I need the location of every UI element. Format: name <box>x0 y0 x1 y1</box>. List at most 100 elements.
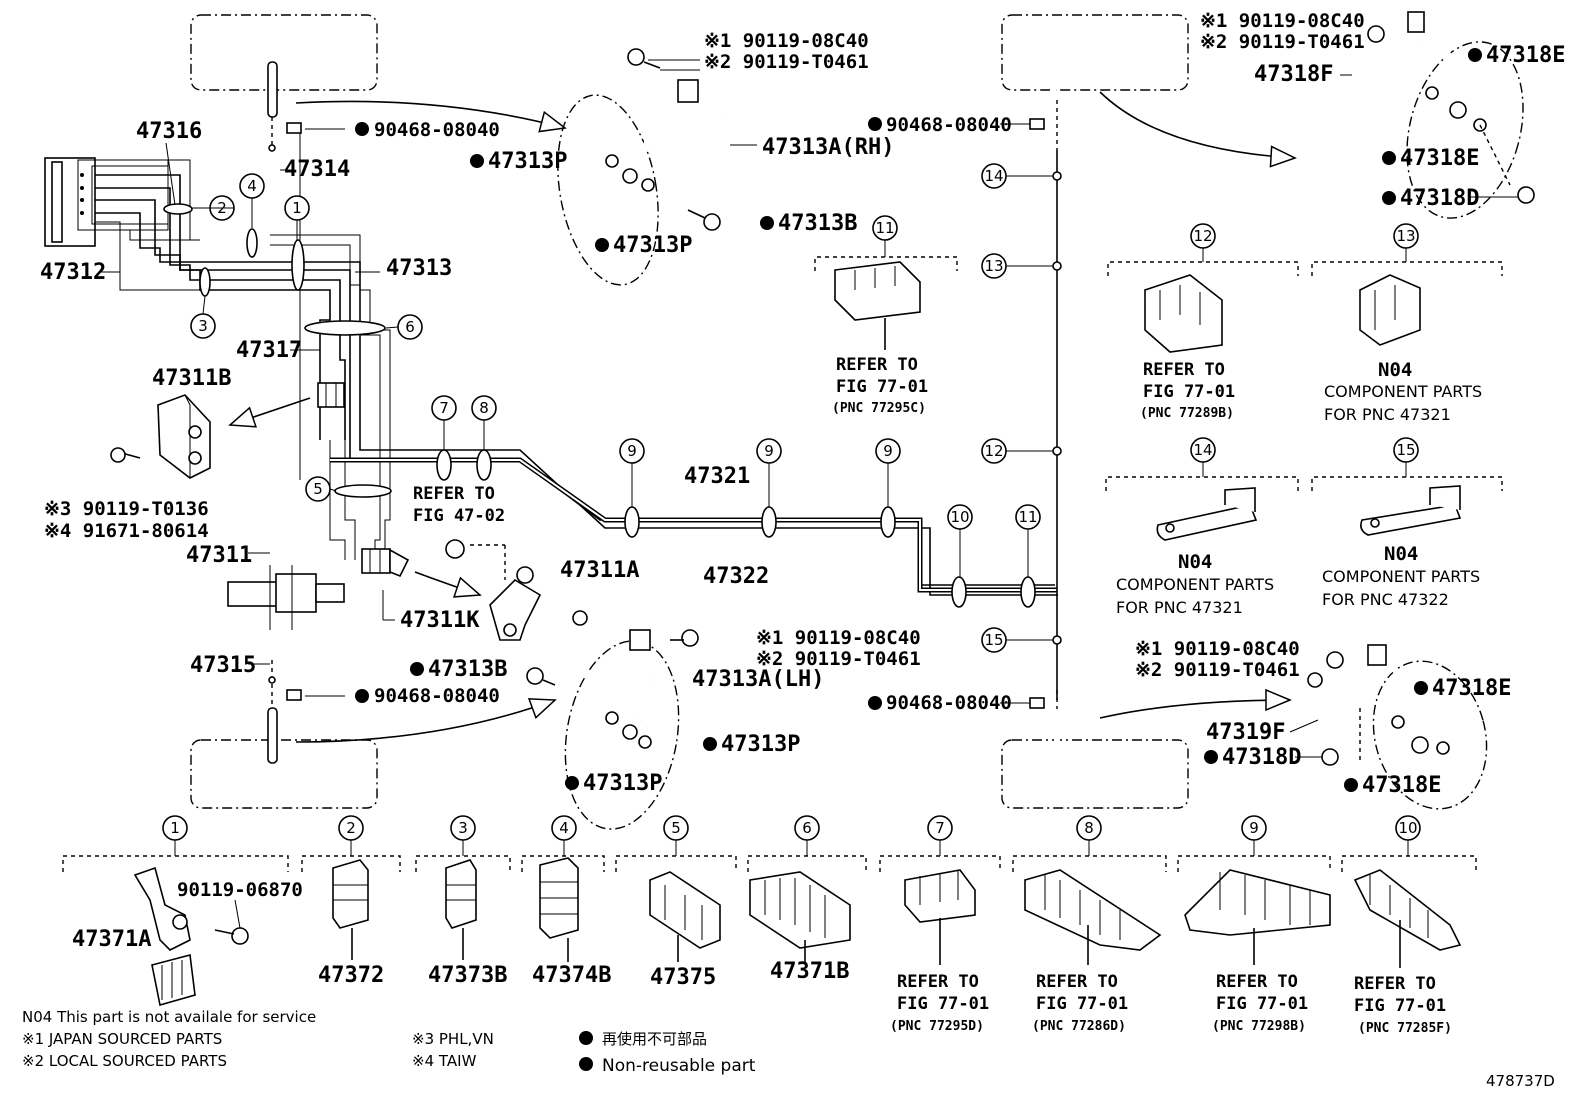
label-refer-8: REFER TO <box>1036 972 1118 992</box>
svg-text:4: 4 <box>247 177 257 195</box>
label-47372: 47372 <box>318 963 384 988</box>
note-phl-vn: ※3 PHL,VN <box>412 1030 494 1048</box>
label-fig-10: FIG 77-01 <box>1354 996 1446 1016</box>
svg-text:6: 6 <box>405 318 415 336</box>
bottom-clip-illustrations <box>133 857 1462 1007</box>
svg-text:1: 1 <box>292 199 302 217</box>
label-47311: 47311 <box>186 543 252 568</box>
label-rh-bolt1: ※1 90119-08C40 <box>704 30 869 52</box>
svg-text:7: 7 <box>935 819 945 837</box>
svg-text:9: 9 <box>764 442 774 460</box>
label-b4: ※4 91671-80614 <box>44 520 209 542</box>
svg-text:11: 11 <box>1018 508 1037 526</box>
label-refer-9: REFER TO <box>1216 972 1298 992</box>
svg-text:13: 13 <box>984 257 1003 275</box>
label-fig-9: FIG 77-01 <box>1216 994 1308 1014</box>
label-47318E-4: 47318E <box>1362 773 1441 798</box>
bracket-47311B <box>110 394 211 479</box>
label-lh-bolt1: ※1 90119-08C40 <box>756 627 921 649</box>
rear-right-hose-assembly <box>1348 11 1535 219</box>
svg-text:10: 10 <box>950 508 969 526</box>
svg-text:11: 11 <box>875 219 894 237</box>
label-comp-14: COMPONENT PARTS <box>1116 575 1274 594</box>
label-47313B-2: 47313B <box>428 657 507 682</box>
svg-text:10: 10 <box>1398 819 1417 837</box>
master-cylinder-47311 <box>227 565 345 630</box>
label-lh-bolt2: ※2 90119-T0461 <box>756 648 921 670</box>
label-47318D-2: 47318D <box>1222 745 1301 770</box>
svg-text:7: 7 <box>439 399 449 417</box>
front-left-pipe <box>267 660 302 764</box>
label-47318E-3: 47318E <box>1432 676 1511 701</box>
label-for-15: FOR PNC 47322 <box>1322 590 1449 609</box>
svg-text:15: 15 <box>1396 441 1415 459</box>
svg-text:6: 6 <box>802 819 812 837</box>
label-47318E-2: 47318E <box>1400 146 1479 171</box>
label-47321: 47321 <box>684 464 750 489</box>
label-n04-15: N04 <box>1384 543 1418 565</box>
label-refer-7: REFER TO <box>897 972 979 992</box>
label-47313B-1: 47313B <box>778 211 857 236</box>
label-47371A: 47371A <box>72 927 151 952</box>
svg-text:5: 5 <box>313 480 323 498</box>
svg-text:12: 12 <box>1193 227 1212 245</box>
label-pnc-12: (PNC 77289B) <box>1140 406 1234 421</box>
label-refer-12: REFER TO <box>1143 360 1225 380</box>
label-pnc-11: (PNC 77295C) <box>832 401 926 416</box>
note-taiw: ※4 TAIW <box>412 1052 477 1070</box>
front-left-hose-assembly <box>526 610 699 830</box>
label-47314: 47314 <box>284 157 350 182</box>
label-fig-12: FIG 77-01 <box>1143 382 1235 402</box>
legend-notes: N04 This part is not availale for servic… <box>22 1008 1555 1090</box>
label-fig-8: FIG 77-01 <box>1036 994 1128 1014</box>
label-47313A-RH: 47313A(RH) <box>762 135 894 160</box>
label-47311K: 47311K <box>400 608 480 633</box>
svg-text:8: 8 <box>1084 819 1094 837</box>
svg-text:14: 14 <box>1193 441 1212 459</box>
label-47311A: 47311A <box>560 558 639 583</box>
svg-text:12: 12 <box>984 442 1003 460</box>
label-47313P-4: 47313P <box>583 771 662 796</box>
label-90468-4: 90468-08040 <box>886 692 1012 714</box>
svg-text:9: 9 <box>883 442 893 460</box>
label-90468-1: 90468-08040 <box>374 119 500 141</box>
svg-text:2: 2 <box>346 819 356 837</box>
nonreusable-dots <box>355 48 1482 792</box>
clip-12-illustration <box>1144 274 1223 353</box>
note-japan-sourced: ※1 JAPAN SOURCED PARTS <box>22 1030 222 1048</box>
brake-actuator <box>44 157 169 247</box>
explode-arrows <box>228 91 1297 743</box>
label-for-14: FOR PNC 47321 <box>1116 598 1243 617</box>
svg-text:3: 3 <box>198 317 208 335</box>
rear-left-position-box <box>1001 739 1189 809</box>
label-b3: ※3 90119-T0136 <box>44 498 209 520</box>
clamp-markers <box>163 203 1036 608</box>
tube-connector-upper <box>317 382 345 408</box>
svg-text:9: 9 <box>1249 819 1259 837</box>
tube-connector-lower <box>361 548 410 578</box>
label-rl-bolt2: ※2 90119-T0461 <box>1135 659 1300 681</box>
label-47313P-3: 47313P <box>721 732 800 757</box>
label-47313A-LH: 47313A(LH) <box>692 667 824 692</box>
label-90119-06870: 90119-06870 <box>177 879 303 901</box>
label-47318E-1: 47318E <box>1486 43 1565 68</box>
clip-15-illustration <box>1360 485 1462 536</box>
label-47318D-1: 47318D <box>1400 186 1479 211</box>
label-47371B: 47371B <box>770 959 849 984</box>
label-47315: 47315 <box>190 653 256 678</box>
label-rl-bolt1: ※1 90119-08C40 <box>1135 638 1300 660</box>
front-right-hose-assembly <box>557 48 757 286</box>
label-fig-47-02: FIG 47-02 <box>413 506 505 526</box>
rear-vertical-pipe <box>1029 59 1118 760</box>
label-47322: 47322 <box>703 564 769 589</box>
svg-text:9: 9 <box>627 442 637 460</box>
figure-id: 478737D <box>1486 1072 1555 1090</box>
front-right-pipe <box>267 61 302 152</box>
label-fig-7: FIG 77-01 <box>897 994 989 1014</box>
label-n04-14: N04 <box>1178 551 1212 573</box>
note-local-sourced: ※2 LOCAL SOURCED PARTS <box>22 1052 227 1070</box>
note-nonreusable-jp: 再使用不可部品 <box>602 1030 707 1048</box>
front-right-position-box <box>190 14 378 91</box>
clip-13-illustration <box>1359 274 1421 346</box>
